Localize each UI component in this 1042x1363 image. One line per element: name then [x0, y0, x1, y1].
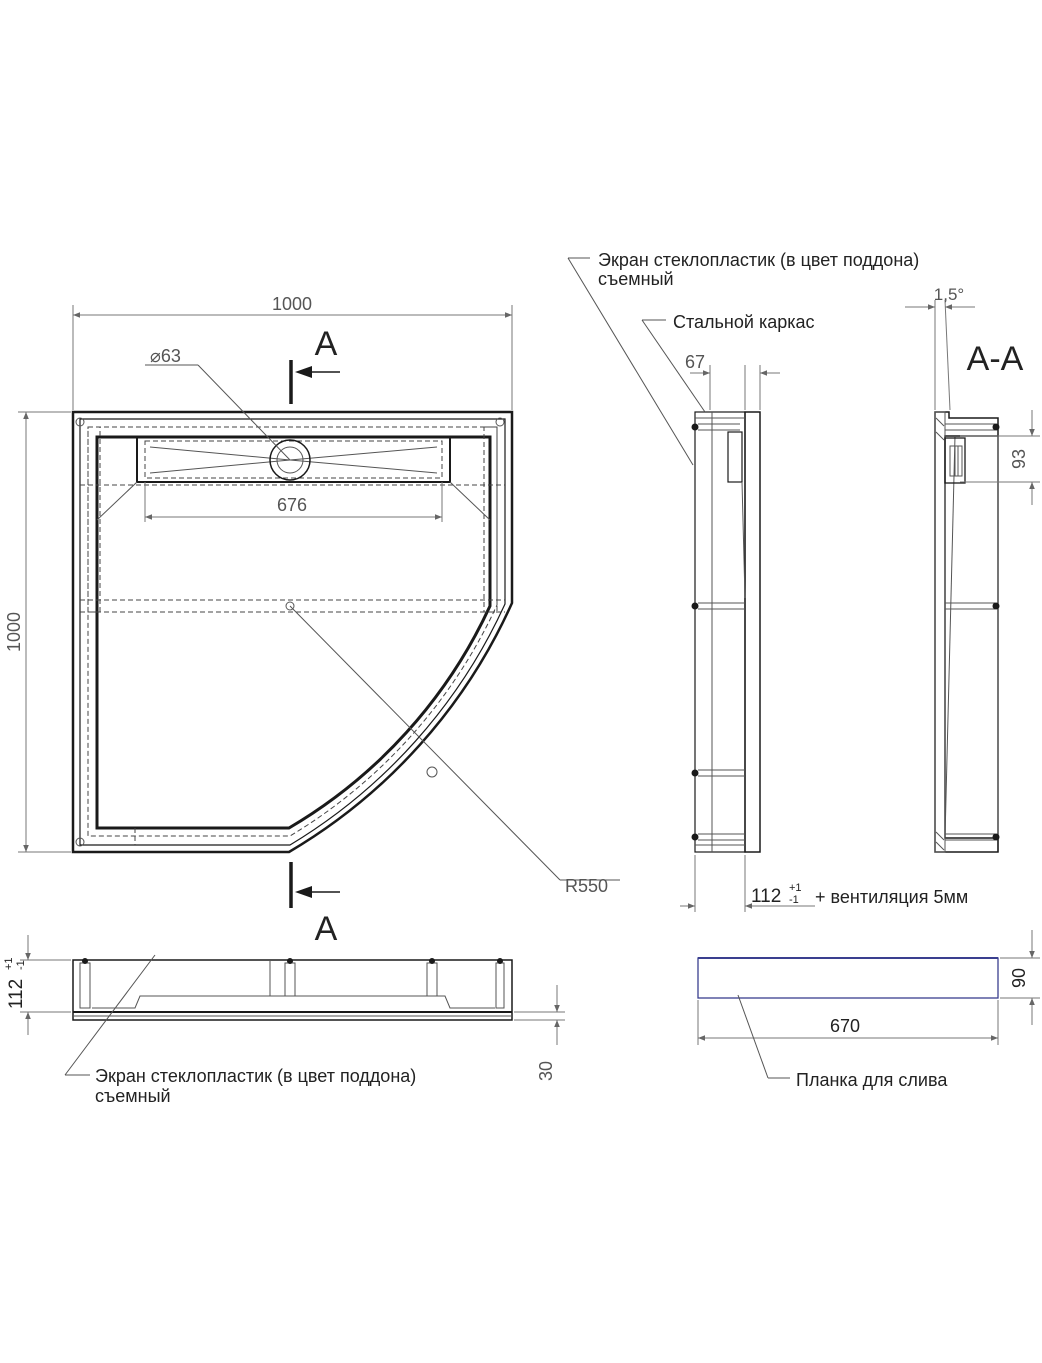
plan-view: 1000 1000 ⌀63 676 R550 A A — [4, 294, 620, 948]
drain-plank-view: 90 670 Планка для слива — [697, 930, 1040, 1090]
front-height-dim: 112 — [6, 979, 27, 1009]
plank-height-dim: 90 — [1009, 968, 1029, 988]
frame-label: Стальной каркас — [673, 312, 815, 332]
front-screen-label-2: съемный — [95, 1086, 171, 1106]
section-title: А-А — [967, 340, 1024, 378]
section-mark-top: A — [315, 325, 338, 363]
plank-length-dim: 670 — [830, 1016, 860, 1036]
drain-box-dim: 676 — [277, 495, 307, 515]
side-top-dim: 67 — [685, 352, 705, 372]
radius-dim: R550 — [565, 876, 608, 896]
plank-label: Планка для слива — [796, 1070, 948, 1090]
plan-width-dim: 1000 — [272, 294, 312, 314]
plan-height-dim: 1000 — [4, 612, 24, 652]
section-mark-bottom: A — [315, 910, 338, 948]
angle-dim: 1,5° — [934, 285, 964, 304]
side-screen-label-2: съемный — [598, 269, 674, 289]
vent-text: + вентиляция 5мм — [815, 887, 968, 907]
front-tol-minus: -1 — [15, 960, 27, 970]
side-tol-plus: +1 — [789, 882, 802, 894]
side-tol-minus: -1 — [789, 894, 799, 906]
side-screen-label-1: Экран стеклопластик (в цвет поддона) — [598, 250, 919, 270]
side-view: 67 Экран стеклопластик (в цвет поддона) … — [567, 250, 968, 912]
front-view: 112 +1 -1 30 Экран стеклопластик (в цвет… — [3, 935, 565, 1106]
section-view: А-А 1,5° 93 — [905, 285, 1040, 853]
front-base-dim: 30 — [536, 1061, 556, 1081]
front-screen-label-1: Экран стеклопластик (в цвет поддона) — [95, 1066, 416, 1086]
side-depth-dim: 112 — [751, 886, 781, 907]
drain-diameter-dim: ⌀63 — [150, 346, 181, 366]
front-tol-plus: +1 — [3, 957, 15, 970]
section-depth-dim: 93 — [1009, 449, 1029, 469]
